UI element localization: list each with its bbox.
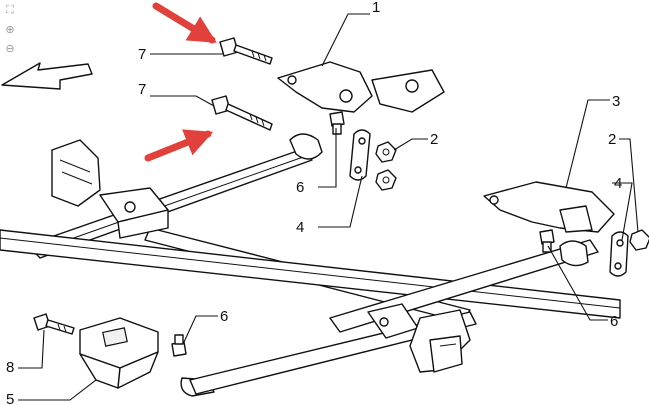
- callout-labels: 1 2 2 3 4 4 5 6 6 6 7 7 8: [6, 0, 622, 405]
- zoom-out-icon[interactable]: ⊖: [5, 42, 15, 55]
- highlight-arrows: [144, 2, 217, 162]
- callout-6-right: 6: [610, 313, 618, 330]
- part-8-bolt: [33, 313, 75, 335]
- highlight-arrow-top: [152, 2, 217, 44]
- viewer-toolbar: ⛶ ⊕ ⊖: [2, 2, 22, 56]
- direction-arrow: [1, 62, 93, 90]
- callout-2-center: 2: [430, 131, 438, 148]
- bracket-left: [51, 139, 169, 239]
- part-2-nuts: [375, 141, 649, 251]
- callout-4-center: 4: [296, 219, 304, 236]
- callout-5: 5: [6, 391, 14, 405]
- part-6-bolts: [171, 111, 555, 357]
- callout-6-bottom: 6: [220, 308, 228, 325]
- callout-2-right: 2: [608, 131, 616, 148]
- callout-3: 3: [612, 93, 620, 110]
- callout-8: 8: [6, 359, 14, 376]
- axle-beam: [0, 229, 621, 319]
- highlight-arrow-lower: [144, 129, 214, 162]
- fit-icon[interactable]: ⛶: [6, 3, 14, 16]
- callout-1: 1: [372, 0, 380, 16]
- leader-lines: [18, 13, 639, 401]
- callout-7-lower: 7: [138, 81, 146, 98]
- part-4-link-plates: [349, 129, 629, 277]
- callout-4-right: 4: [614, 175, 622, 192]
- callout-6-top: 6: [296, 179, 304, 196]
- part-1-bracket: [277, 61, 445, 113]
- zoom-in-icon[interactable]: ⊕: [5, 23, 15, 36]
- part-3-bracket: [483, 181, 615, 233]
- part-7-bolts: [211, 37, 273, 131]
- part-5-block: [79, 317, 159, 389]
- bracket-center: [367, 303, 471, 373]
- callout-7-top: 7: [138, 46, 146, 63]
